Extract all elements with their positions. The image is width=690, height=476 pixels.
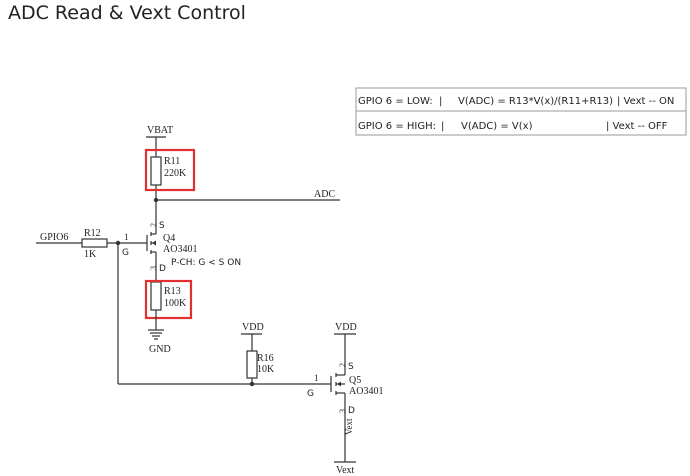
q5-pin-s: S <box>348 362 354 372</box>
vdd-q5-label: VDD <box>335 322 357 333</box>
vbat-label: VBAT <box>147 125 173 136</box>
q4-note: P-CH: G < S ON <box>171 258 241 268</box>
q5-pin-s-num: 2 <box>338 363 347 367</box>
q4-pin-d-num: 3 <box>149 266 158 270</box>
r16-value: 10K <box>257 364 275 375</box>
r11-resistor <box>150 156 162 186</box>
vdd-r16-label: VDD <box>242 322 264 333</box>
table-row1-sep: | <box>439 96 442 107</box>
q5-pin-g-num: 1 <box>314 373 319 383</box>
page-title: ADC Read & Vext Control <box>8 2 246 24</box>
r12-ref: R12 <box>84 228 101 239</box>
r12-resistor <box>81 238 108 248</box>
q5-pin-g: G <box>307 389 314 399</box>
r16-ref: R16 <box>257 353 274 364</box>
q5-transistor: VDD 2 S 1 G Q5 AO3401 3 D Vext Vext <box>307 322 383 476</box>
q5-pin-d: D <box>348 406 355 416</box>
truth-table: GPIO 6 = LOW: | V(ADC) = R13*V(x)/(R11+R… <box>355 87 687 136</box>
table-row2-condition: GPIO 6 = HIGH: <box>358 121 436 132</box>
vext-wire-label: Vext <box>344 418 354 435</box>
q4-ref: Q4 <box>163 233 175 244</box>
gpio-branch: GPIO6 R12 1K <box>36 228 147 384</box>
r16-branch: VDD R16 10K <box>118 322 331 387</box>
q4-pin-s: S <box>159 221 165 231</box>
table-row2-sep: | <box>441 121 444 132</box>
vbat-branch: VBAT R11 220K ADC <box>144 125 340 215</box>
q5-ref: Q5 <box>349 375 361 386</box>
q5-pin-d-num: 3 <box>338 409 347 413</box>
table-row1-result: | Vext -- ON <box>617 96 674 107</box>
r11-value: 220K <box>164 168 187 179</box>
q5-arrow <box>337 381 341 387</box>
q4-transistor: 1 G 2 S 3 D Q4 AO3401 P-CH: G < S ON <box>122 215 241 282</box>
r12-value: 1K <box>84 249 97 260</box>
table-row1-formula: V(ADC) = R13*V(x)/(R11+R13) <box>458 96 613 107</box>
q5-part: AO3401 <box>349 386 383 397</box>
q4-part: AO3401 <box>163 244 197 255</box>
q4-pin-g-num: 1 <box>124 232 129 242</box>
r11-ref: R11 <box>164 156 180 167</box>
q4-pin-g: G <box>122 248 129 258</box>
r11-highlight-box <box>144 148 196 192</box>
table-row1-condition: GPIO 6 = LOW: <box>358 96 433 107</box>
r13-branch: R13 100K GND <box>144 279 193 355</box>
r13-resistor <box>150 281 162 311</box>
table-row2-result: | Vext -- OFF <box>606 121 668 132</box>
gnd-label: GND <box>149 344 171 355</box>
q4-pin-s-num: 2 <box>149 223 158 227</box>
r13-value: 100K <box>164 298 187 309</box>
r13-highlight-box <box>144 279 193 320</box>
table-row2-formula: V(ADC) = V(x) <box>461 121 533 132</box>
q4-arrow <box>152 240 156 246</box>
gpio6-label: GPIO6 <box>40 232 68 243</box>
q4-pin-d: D <box>159 264 166 274</box>
adc-label: ADC <box>314 189 335 200</box>
r13-ref: R13 <box>164 286 181 297</box>
r16-resistor <box>246 350 258 379</box>
vext-out-label: Vext <box>336 465 355 476</box>
